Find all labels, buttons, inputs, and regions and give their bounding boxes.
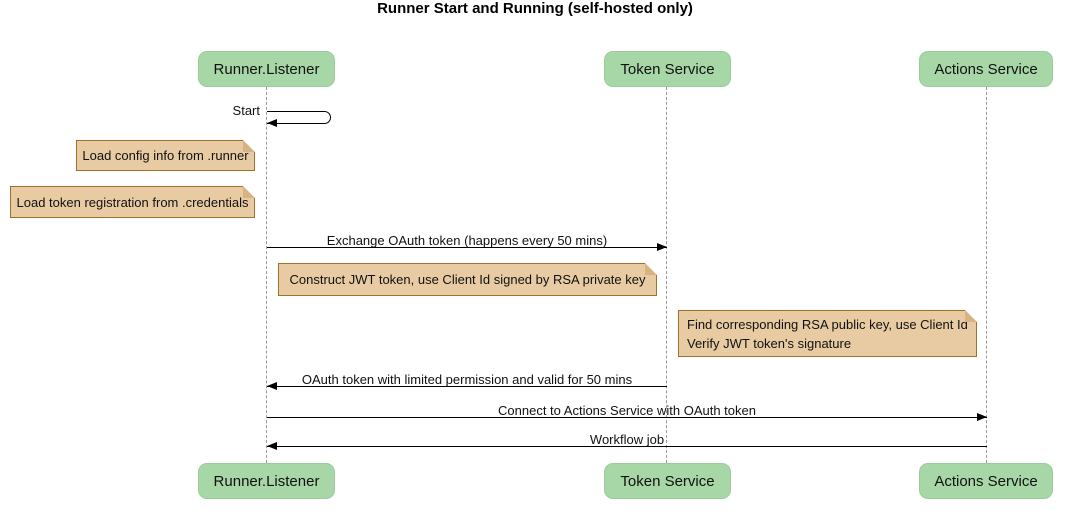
message-oauth-token-label: OAuth token with limited permission and … [301,372,633,387]
message-exchange-oauth-label: Exchange OAuth token (happens every 50 m… [326,233,608,248]
message-oauth-token-line [267,386,667,387]
actor-token-service-bottom: Token Service [604,463,731,499]
message-workflow-job-label: Workflow job [589,432,665,447]
message-connect-actions-label: Connect to Actions Service with OAuth to… [498,403,756,418]
diagram-title: Runner Start and Running (self-hosted on… [377,0,693,17]
note-load-token-registration: Load token registration from .credential… [10,186,255,218]
arrow-left-icon [267,119,277,127]
lifeline-actions-service [986,87,987,463]
message-exchange-oauth-line [267,247,667,248]
message-start-label: Start [232,103,260,118]
note-load-config: Load config info from .runner [76,140,255,171]
arrow-left-icon [267,442,277,450]
lifeline-token-service [666,87,667,463]
arrow-left-icon [267,382,277,390]
arrow-right-icon [977,413,987,421]
note-verify-jwt: Find corresponding RSA public key, use C… [678,310,977,357]
actor-runner-listener-bottom: Runner.Listener [198,463,335,499]
actor-runner-listener-top: Runner.Listener [198,51,335,87]
lifeline-runner-listener [266,87,267,463]
note-construct-jwt: Construct JWT token, use Client Id signe… [278,263,657,296]
message-connect-actions-line [267,417,987,418]
message-workflow-job-line [267,446,987,447]
arrow-right-icon [657,243,667,251]
actor-actions-service-bottom: Actions Service [919,463,1053,499]
actor-token-service-top: Token Service [604,51,731,87]
actor-actions-service-top: Actions Service [919,51,1053,87]
message-start-self-loop [267,111,331,124]
